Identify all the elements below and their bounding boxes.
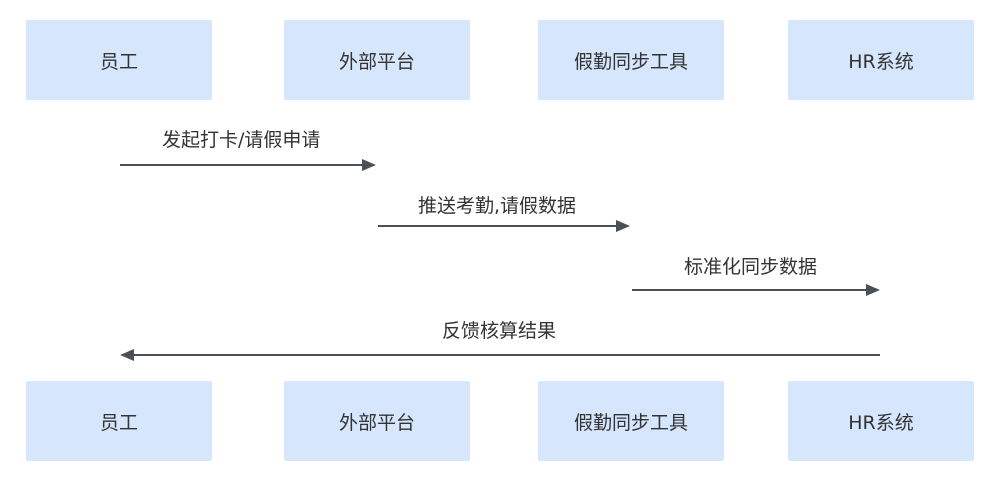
participant-hr-system-bottom: HR系统 bbox=[788, 381, 974, 461]
participant-external-platform-bottom: 外部平台 bbox=[284, 381, 470, 461]
message-label-3: 标准化同步数据 bbox=[684, 256, 818, 278]
participant-external-platform-top: 外部平台 bbox=[284, 20, 470, 100]
arrowhead-1 bbox=[362, 159, 376, 171]
message-label-4: 反馈核算结果 bbox=[442, 320, 557, 342]
arrowhead-2 bbox=[616, 220, 630, 232]
participant-label: 员工 bbox=[99, 50, 138, 73]
participant-hr-system-top: HR系统 bbox=[788, 20, 974, 100]
participant-sync-tool-bottom: 假勤同步工具 bbox=[538, 381, 724, 461]
participant-label: HR系统 bbox=[848, 411, 914, 434]
participant-employee-top: 员工 bbox=[26, 20, 212, 100]
arrowhead-4 bbox=[120, 349, 134, 361]
arrowhead-3 bbox=[866, 284, 880, 296]
message-label-2: 推送考勤,请假数据 bbox=[418, 195, 577, 217]
participant-label: 外部平台 bbox=[338, 50, 415, 73]
participant-sync-tool-top: 假勤同步工具 bbox=[538, 20, 724, 100]
message-label-1: 发起打卡/请假申请 bbox=[162, 129, 321, 151]
participant-label: HR系统 bbox=[848, 50, 914, 73]
participant-label: 假勤同步工具 bbox=[573, 411, 688, 434]
participant-label: 员工 bbox=[99, 411, 138, 434]
participant-label: 外部平台 bbox=[338, 411, 415, 434]
participant-employee-bottom: 员工 bbox=[26, 381, 212, 461]
participant-label: 假勤同步工具 bbox=[573, 50, 688, 73]
